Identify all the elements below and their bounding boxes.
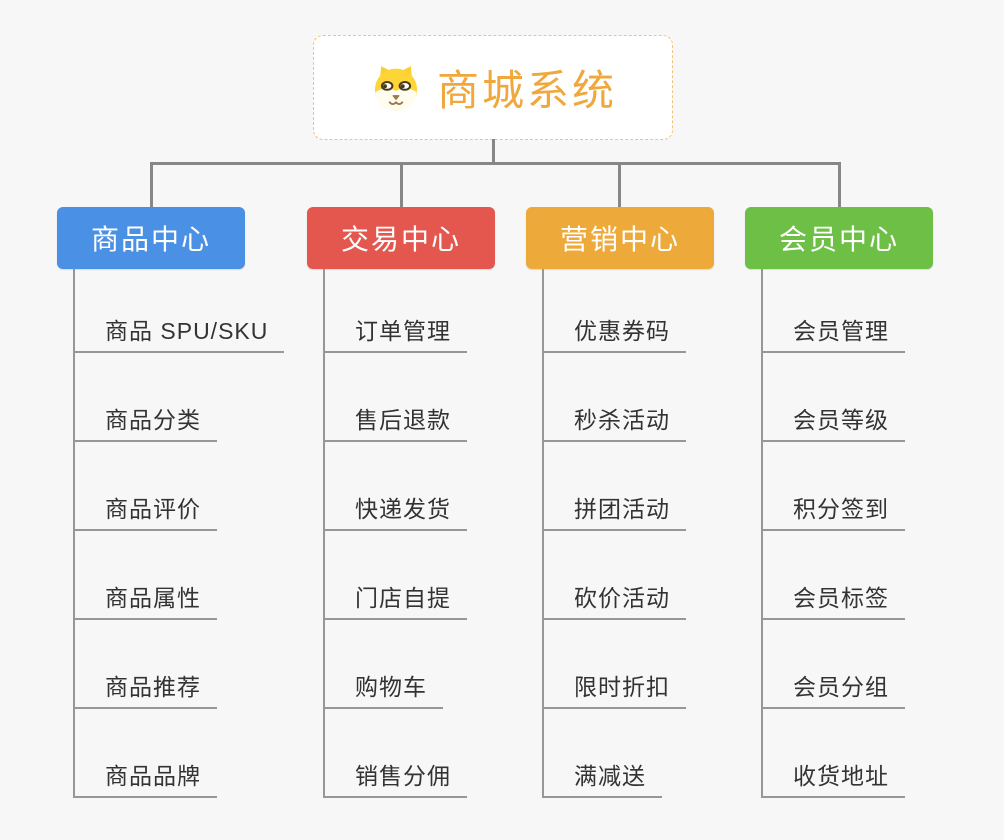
topic-item[interactable]: 满减送 [544,709,662,798]
branch-marketing-center: 营销中心 优惠券码 秒杀活动 拼团活动 砍价活动 限时折扣 满减送 [526,207,714,798]
branch-header-marketing[interactable]: 营销中心 [526,207,714,269]
topic-item[interactable]: 门店自提 [325,531,467,620]
branch-list-marketing: 优惠券码 秒杀活动 拼团活动 砍价活动 限时折扣 满减送 [542,269,686,798]
topic-item[interactable]: 砍价活动 [544,531,686,620]
branch-trade-center: 交易中心 订单管理 售后退款 快递发货 门店自提 购物车 销售分佣 [307,207,495,798]
topic-item[interactable]: 收货地址 [763,709,905,798]
connector-stub-trade [400,162,403,208]
topic-item[interactable]: 会员管理 [763,269,905,353]
branch-list-product: 商品 SPU/SKU 商品分类 商品评价 商品属性 商品推荐 商品品牌 [73,269,285,798]
root-title: 商城系统 [436,67,617,114]
topic-item[interactable]: 销售分佣 [325,709,467,798]
connector-horizontal [150,162,841,165]
topic-item[interactable]: 订单管理 [325,269,467,353]
connector-stub-member [838,162,841,208]
connector-stub-marketing [618,162,621,208]
topic-item[interactable]: 商品分类 [75,353,217,442]
topic-item[interactable]: 会员分组 [763,620,905,709]
topic-item[interactable]: 积分签到 [763,442,905,531]
branch-header-member[interactable]: 会员中心 [745,207,933,269]
topic-item[interactable]: 会员标签 [763,531,905,620]
topic-item[interactable]: 快递发货 [325,442,467,531]
topic-item[interactable]: 限时折扣 [544,620,686,709]
topic-item[interactable]: 商品品牌 [75,709,217,798]
branch-list-member: 会员管理 会员等级 积分签到 会员标签 会员分组 收货地址 [761,269,905,798]
dog-face-icon [374,65,418,111]
branch-member-center: 会员中心 会员管理 会员等级 积分签到 会员标签 会员分组 收货地址 [745,207,933,798]
connector-stub-product [150,162,153,208]
topic-item[interactable]: 购物车 [325,620,443,709]
branch-header-trade[interactable]: 交易中心 [307,207,495,269]
branch-list-trade: 订单管理 售后退款 快递发货 门店自提 购物车 销售分佣 [323,269,467,798]
connector-root-drop [492,139,495,165]
topic-item[interactable]: 拼团活动 [544,442,686,531]
topic-item[interactable]: 商品推荐 [75,620,217,709]
topic-item[interactable]: 优惠券码 [544,269,686,353]
branch-product-center: 商品中心 商品 SPU/SKU 商品分类 商品评价 商品属性 商品推荐 商品品牌 [57,207,285,798]
topic-item[interactable]: 商品 SPU/SKU [75,269,285,353]
topic-item[interactable]: 会员等级 [763,353,905,442]
topic-item[interactable]: 售后退款 [325,353,467,442]
topic-item[interactable]: 商品属性 [75,531,217,620]
topic-item[interactable]: 秒杀活动 [544,353,686,442]
branch-header-product[interactable]: 商品中心 [57,207,245,269]
topic-item[interactable]: 商品评价 [75,442,217,531]
root-node[interactable]: 商城系统 [313,35,673,140]
